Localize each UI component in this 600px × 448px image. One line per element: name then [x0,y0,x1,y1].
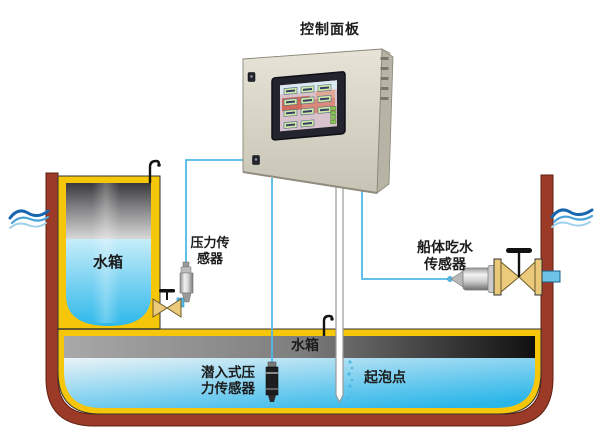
vent-pipe-icon [322,314,334,336]
bubble-tube [335,186,344,404]
wave-icon [550,208,594,228]
vent-pipe-icon [148,159,161,183]
bubbles-icon [343,360,355,406]
cable-draft-sensor [361,190,448,280]
tank-top-band [64,336,535,358]
signal-cables [185,159,448,363]
pressure-sensor [179,261,194,303]
bottom-water-tank [57,328,542,415]
submersible-sensor [265,361,279,402]
lock-icon [247,72,260,165]
submersible-sensor-label-line1: 潜入式压 [201,365,255,380]
cable-pressure-sensor [185,159,246,262]
control-cabinet [241,48,394,194]
pressure-sensor-label-line2: 感器 [196,250,223,266]
pressure-sensor-label-line1: 压力传 [190,235,230,250]
shell-pipe [541,270,561,283]
pressure-sensor-label: 压力传 感器 [178,235,242,267]
page-title: 控制面板 [300,21,360,37]
valve-icon [493,248,543,296]
draft-sensor-label-line2: 传感器 [424,256,466,273]
bubble-point-label: 起泡点 [364,369,406,385]
bottom-tank-label: 水箱 [291,337,319,353]
valve-icon [152,289,185,318]
hull [45,172,554,427]
draft-sensor-label: 船体吃水 传感器 [405,239,485,273]
submersible-sensor-label-line2: 力传感器 [201,381,255,397]
tank-water [64,358,535,408]
draft-sensor-label-line1: 船体吃水 [417,239,473,255]
hinge-icon [380,57,389,100]
submersible-sensor-label: 潜入式压 力传感器 [192,365,264,398]
left-water-tank [57,175,161,330]
touchscreen [271,71,346,141]
indicator-grid [283,83,337,129]
wave-icon [8,209,50,229]
left-tank-label: 水箱 [92,254,123,271]
